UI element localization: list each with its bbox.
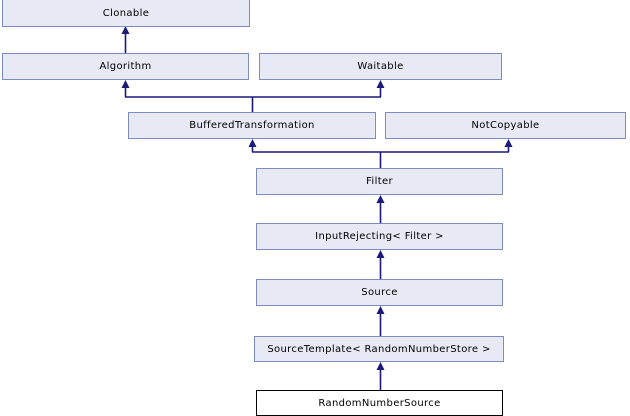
edge-bus-filter [252,151,509,168]
class-node-randomnumbersource[interactable]: RandomNumberSource [256,390,503,416]
class-node-label: NotCopyable [471,120,540,131]
edge-filter-to-notcopyable [504,139,513,152]
class-node-source[interactable]: Source [256,279,503,306]
edge-source-to-inputrejecting [376,250,385,279]
edge-bus-bufferedtransformation [125,96,381,112]
class-node-waitable[interactable]: Waitable [259,53,502,80]
class-node-label: BufferedTransformation [189,120,315,131]
edge-filter-to-bufferedtransformation [248,139,257,152]
class-node-label: Waitable [357,61,404,72]
edge-bufferedtransformation-to-algorithm [121,80,130,97]
class-node-label: SourceTemplate< RandomNumberStore > [267,343,491,355]
class-node-label: Algorithm [99,61,152,72]
edge-sourcetemplate-to-source [376,306,385,336]
class-node-filter[interactable]: Filter [256,168,503,195]
edge-inputrejecting-to-filter [376,195,385,223]
class-node-label: RandomNumberSource [318,397,441,409]
class-node-label: Filter [366,176,393,187]
class-node-algorithm[interactable]: Algorithm [2,53,249,80]
edge-bufferedtransformation-to-waitable [376,80,385,97]
class-node-label: Source [361,287,398,298]
class-node-sourcetemplate[interactable]: SourceTemplate< RandomNumberStore > [254,336,504,362]
class-node-inputrejecting[interactable]: InputRejecting< Filter > [256,223,503,250]
class-node-bufferedtransformation[interactable]: BufferedTransformation [128,112,376,139]
class-node-label: InputRejecting< Filter > [315,231,444,242]
edge-algorithm-to-clonable [121,26,130,53]
class-node-notcopyable[interactable]: NotCopyable [385,112,626,139]
edge-randomnumbersource-to-sourcetemplate [376,362,385,390]
class-node-clonable[interactable]: Clonable [2,0,250,27]
class-node-label: Clonable [102,7,150,19]
